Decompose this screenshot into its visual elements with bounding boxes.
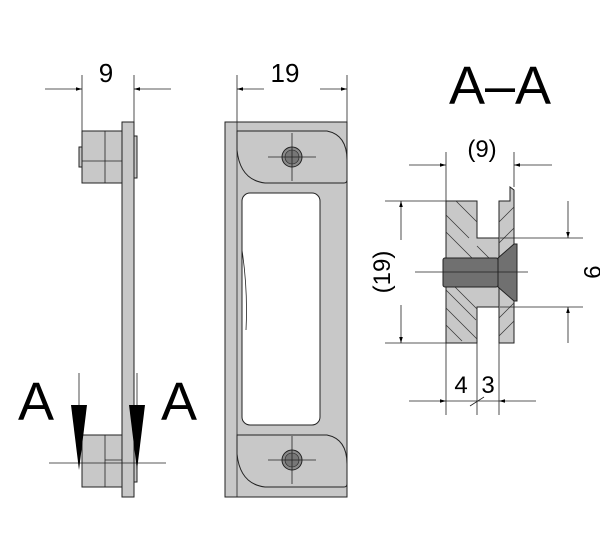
top-block bbox=[78, 130, 138, 184]
side-width-dimension: 9 bbox=[99, 58, 113, 88]
front-view: 19 bbox=[224, 58, 348, 498]
section-view: A–A (9) (1 bbox=[369, 56, 600, 415]
section-hatching bbox=[445, 200, 515, 342]
section-label-left: A bbox=[18, 372, 54, 432]
screw-shank bbox=[442, 257, 499, 288]
section-title: A–A bbox=[449, 56, 551, 116]
front-width-dimension: 19 bbox=[271, 58, 300, 88]
section-top-dimension: (9) bbox=[467, 136, 496, 163]
side-view: 9 A A bbox=[18, 58, 197, 498]
section-arrow-right-icon bbox=[129, 405, 145, 470]
section-height-dimension: (19) bbox=[369, 251, 396, 294]
center-window bbox=[241, 192, 321, 426]
section-arrow-left-icon bbox=[71, 405, 87, 470]
bottom-dimension-left: 4 bbox=[454, 372, 467, 399]
screw-head bbox=[497, 243, 518, 302]
bottom-block bbox=[81, 434, 138, 488]
side-plate bbox=[121, 121, 135, 498]
section-label-right: A bbox=[161, 372, 197, 432]
bottom-dimension-right: 3 bbox=[481, 372, 494, 399]
screw-dimension: 9 bbox=[578, 265, 600, 278]
